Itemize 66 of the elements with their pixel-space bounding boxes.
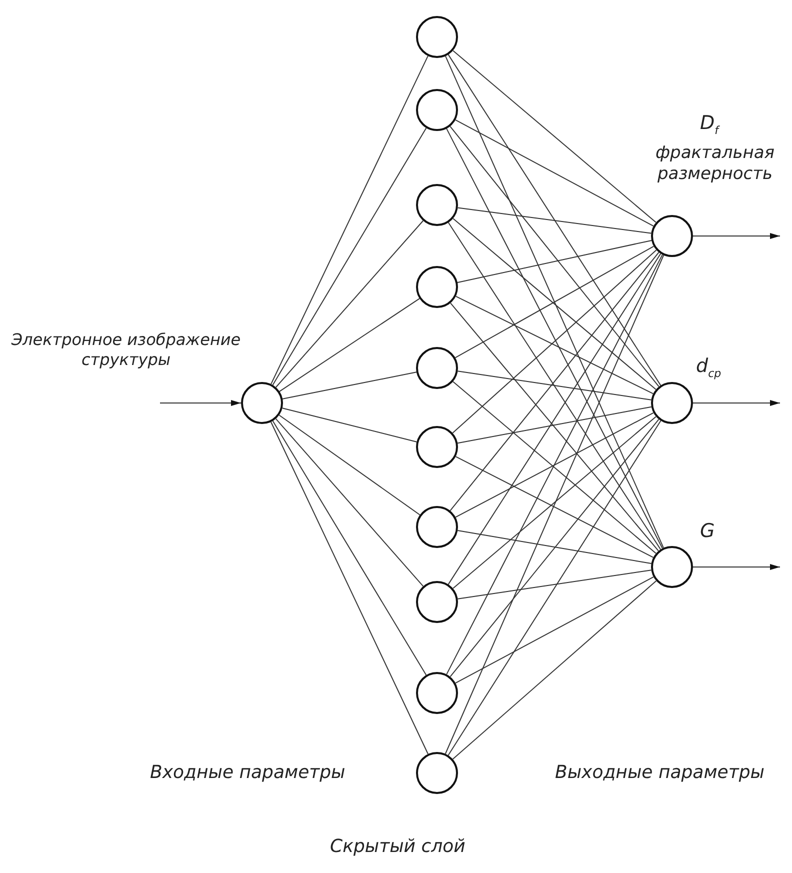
connection-line <box>452 416 656 589</box>
connection-line <box>282 372 417 400</box>
connection-line <box>272 128 427 386</box>
connection-line <box>450 126 660 388</box>
connection-line <box>275 418 424 587</box>
connection-line <box>272 420 427 676</box>
connection-line <box>455 119 654 227</box>
output-label: G <box>700 520 716 544</box>
connection-line <box>455 412 654 518</box>
input-label: Электронное изображение структуры <box>10 330 242 370</box>
connection-line <box>450 302 659 552</box>
connection-line <box>448 222 662 550</box>
neuron-circle <box>651 382 693 424</box>
neuron-circle <box>416 89 458 131</box>
arrow <box>692 400 780 406</box>
connection-line <box>452 218 656 390</box>
connection-line <box>457 570 652 600</box>
connection-line <box>270 55 428 385</box>
arrow <box>692 233 780 239</box>
connection-line <box>452 250 657 434</box>
connection-line <box>444 254 664 754</box>
neuron-circle <box>241 382 283 424</box>
output-label: D$_{f}$ <box>700 112 721 138</box>
connection-line <box>448 253 662 585</box>
output-label: d$_{ср}$ <box>696 355 722 381</box>
connection-line <box>455 456 654 558</box>
connection-line <box>450 418 660 678</box>
connection-line <box>448 54 662 386</box>
connection-line <box>448 420 662 756</box>
output-label: фрактальная размерность <box>654 143 776 186</box>
connection-line <box>454 246 654 358</box>
connection-line <box>446 254 663 675</box>
connection-line <box>275 220 424 388</box>
neuron-circle <box>416 347 458 389</box>
neuron-circle <box>416 506 458 548</box>
connection-line <box>282 408 418 442</box>
arrow <box>692 564 780 570</box>
neuron-circle <box>416 266 458 308</box>
neuron-circle <box>416 184 458 226</box>
neuron-circle <box>416 426 458 468</box>
layer-label: Выходные параметры <box>555 762 766 784</box>
layer-label: Скрытый слой <box>330 836 466 858</box>
connection-line <box>445 56 664 548</box>
neuron-circle <box>416 581 458 623</box>
connection-line <box>455 296 654 394</box>
connection-line <box>270 421 429 755</box>
neuron-circle <box>416 752 458 794</box>
connection-line <box>446 128 663 549</box>
layer-label: Входные параметры <box>150 762 346 784</box>
connection-line <box>279 298 420 392</box>
neuron-circle <box>651 546 693 588</box>
neuron-circle <box>416 16 458 58</box>
neuron-circle <box>416 672 458 714</box>
connection-line <box>450 252 660 512</box>
arrow <box>160 400 242 406</box>
connection-line <box>452 381 656 554</box>
connection-line <box>452 580 657 760</box>
connection-line <box>457 370 652 400</box>
connection-line <box>457 240 652 284</box>
connection-line <box>457 406 652 444</box>
connection-line <box>452 50 656 223</box>
neuron-circle <box>651 215 693 257</box>
connection-line <box>457 530 652 564</box>
connection-line <box>278 414 420 516</box>
connection-line <box>455 576 654 684</box>
connection-line <box>457 207 652 234</box>
